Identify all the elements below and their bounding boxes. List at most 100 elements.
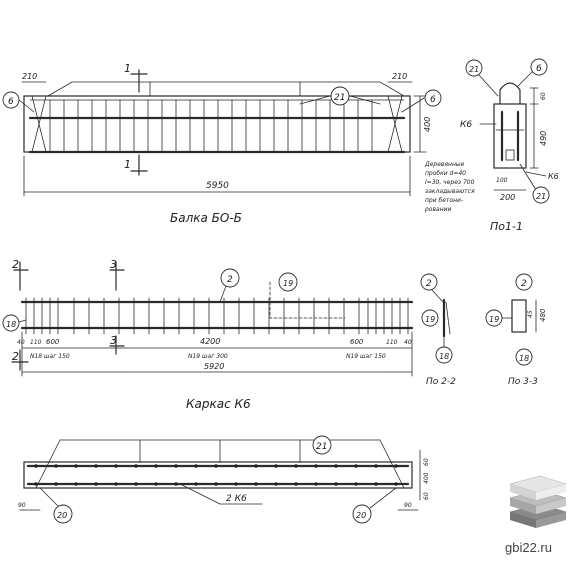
watermark: gbi22.ru xyxy=(505,475,567,555)
plan-rebar-dot xyxy=(54,482,58,486)
plan-label-frames: 2 К6 xyxy=(226,494,247,504)
section-2-2-title: По 2-2 xyxy=(426,377,456,387)
plan-rebar-dot xyxy=(174,464,178,468)
frame-dim-total: 5920 xyxy=(204,362,224,371)
plan-rebar-dot xyxy=(34,482,38,486)
plan-dim-r3: 60 xyxy=(423,492,430,500)
plan-dim-r2: 400 xyxy=(423,472,430,484)
plan-rebar-dot xyxy=(334,464,338,468)
plan-rebar-dot xyxy=(314,464,318,468)
svg-text:l=30, через 700: l=30, через 700 xyxy=(425,179,475,186)
plan-rebar-dot xyxy=(114,464,118,468)
svg-text:при бетони-: при бетони- xyxy=(425,197,463,204)
plan-rebar-dot xyxy=(134,464,138,468)
frame-section-mark-3-bottom: 3 xyxy=(110,334,117,347)
section-2-2-callout-2: 2 xyxy=(426,279,432,289)
plan-rebar-dot xyxy=(274,464,278,468)
dim-end-right: 210 xyxy=(392,72,407,81)
section-3-3-dim-height: 480 xyxy=(539,308,547,322)
section-3-3-callout-2: 2 xyxy=(521,279,527,289)
frame-dim-600-left: 600 xyxy=(46,338,60,346)
section-1-1-dim-inner: 100 xyxy=(496,177,508,184)
beam-stirrups xyxy=(49,99,373,153)
svg-text:пробки d=40: пробки d=40 xyxy=(425,170,466,177)
beam-elevation: 1 1 210 210 400 5950 6 6 21 Балка БО-Б xyxy=(2,62,442,225)
plan-rebar-dot xyxy=(194,464,198,468)
plan-rebar-dot xyxy=(354,464,358,468)
section-1-1: 60 490 100 200 21 6 21 К6 К6 Деревянные … xyxy=(424,58,559,233)
frame-title: Каркас К6 xyxy=(186,397,251,411)
frame-callout-19: 19 xyxy=(283,279,293,288)
section-1-1-outline xyxy=(493,103,527,169)
plan-rebar-dot xyxy=(134,482,138,486)
beam-callout-top: 21 xyxy=(334,93,345,103)
frame-dim-600-right: 600 xyxy=(350,338,364,346)
svg-text:закладываются: закладываются xyxy=(425,188,475,195)
plan-rebar-dot xyxy=(94,482,98,486)
plan-rebar-dot xyxy=(394,464,398,468)
plan-callout-20-right: 20 xyxy=(356,511,366,520)
plan-dim-left: 90 xyxy=(18,502,26,509)
section-1-1-label-kb-left: К6 xyxy=(460,120,472,130)
plan-rebar-dot xyxy=(354,482,358,486)
plan-rebar-dot xyxy=(234,464,238,468)
plan-rebar-dot xyxy=(34,464,38,468)
plan-rebar-dot xyxy=(234,482,238,486)
svg-text:Деревянные: Деревянные xyxy=(424,161,465,168)
section-2-2-callout-19: 19 xyxy=(425,315,435,324)
section-3-3: 2 19 18 480 45 По 3-3 xyxy=(485,273,547,387)
dim-end-left: 210 xyxy=(22,72,37,81)
watermark-site: gbi22.ru xyxy=(505,540,552,555)
section-2-2-callout-18: 18 xyxy=(439,352,449,361)
section-1-1-dim-height: 490 xyxy=(539,131,548,146)
frame-dim-110-right: 110 xyxy=(386,339,398,346)
plan-rebar-dot xyxy=(294,482,298,486)
plan-rebar-dot xyxy=(374,464,378,468)
section-1-1-dim-top: 60 xyxy=(540,92,547,100)
frame-callout-18: 18 xyxy=(6,320,16,329)
section-3-3-title: По 3-3 xyxy=(508,377,538,387)
section-1-1-dim-width: 200 xyxy=(500,193,515,202)
plan-dim-right: 90 xyxy=(404,502,412,509)
plan-rebar-dot xyxy=(214,482,218,486)
plan-rebar-dot xyxy=(294,464,298,468)
plan-callout-20-left: 20 xyxy=(57,511,67,520)
plan-rebar-dot xyxy=(254,482,258,486)
section-mark-bottom: 1 xyxy=(124,158,131,171)
plan-rebar-dot xyxy=(274,482,278,486)
section-1-1-callout-21-top: 21 xyxy=(469,65,479,74)
plan-dim-r1: 60 xyxy=(423,458,430,466)
section-3-3-callout-19: 19 xyxy=(489,315,499,324)
beam-title: Балка БО-Б xyxy=(170,211,242,225)
plan-rebar-dot xyxy=(154,482,158,486)
plan-rebar-dot xyxy=(174,482,178,486)
section-1-1-title: По1-1 xyxy=(490,220,523,233)
beam-outline xyxy=(23,95,411,153)
plan-rebar-dots xyxy=(34,464,398,486)
dim-beam-length: 5950 xyxy=(206,181,229,191)
frame-k6: 2 3 3 2 40 110 600 4200 600 110 40 N18 ш… xyxy=(2,258,414,411)
plan-rebar-dot xyxy=(54,464,58,468)
frame-section-mark-2-top: 2 xyxy=(12,258,19,271)
svg-text:ровании: ровании xyxy=(424,206,452,213)
plan-rebar-dot xyxy=(74,482,78,486)
frame-pitch-left: N18 шаг 150 xyxy=(30,353,70,360)
section-3-3-callout-18: 18 xyxy=(519,354,529,363)
plan-callout-21: 21 xyxy=(316,442,327,452)
plan-rebar-dot xyxy=(154,464,158,468)
frame-dim-4200: 4200 xyxy=(200,337,220,346)
plan-rebar-dot xyxy=(334,482,338,486)
frame-dim-40-right: 40 xyxy=(404,339,412,346)
plan-rebar-dot xyxy=(254,464,258,468)
frame-dim-40: 40 xyxy=(17,339,25,346)
frame-section-mark-2-bottom: 2 xyxy=(12,350,19,363)
frame-callout-2: 2 xyxy=(227,275,233,285)
frame-pitch-mid: N19 шаг 300 xyxy=(188,353,228,360)
plan-rebar-dot xyxy=(374,482,378,486)
section-1-1-callout-21-bottom: 21 xyxy=(536,192,546,201)
section-2-2: 2 19 18 По 2-2 xyxy=(420,273,456,387)
dim-beam-height: 400 xyxy=(423,117,432,132)
frame-verticals xyxy=(25,297,409,335)
frame-section-mark-3-top: 3 xyxy=(110,258,117,271)
